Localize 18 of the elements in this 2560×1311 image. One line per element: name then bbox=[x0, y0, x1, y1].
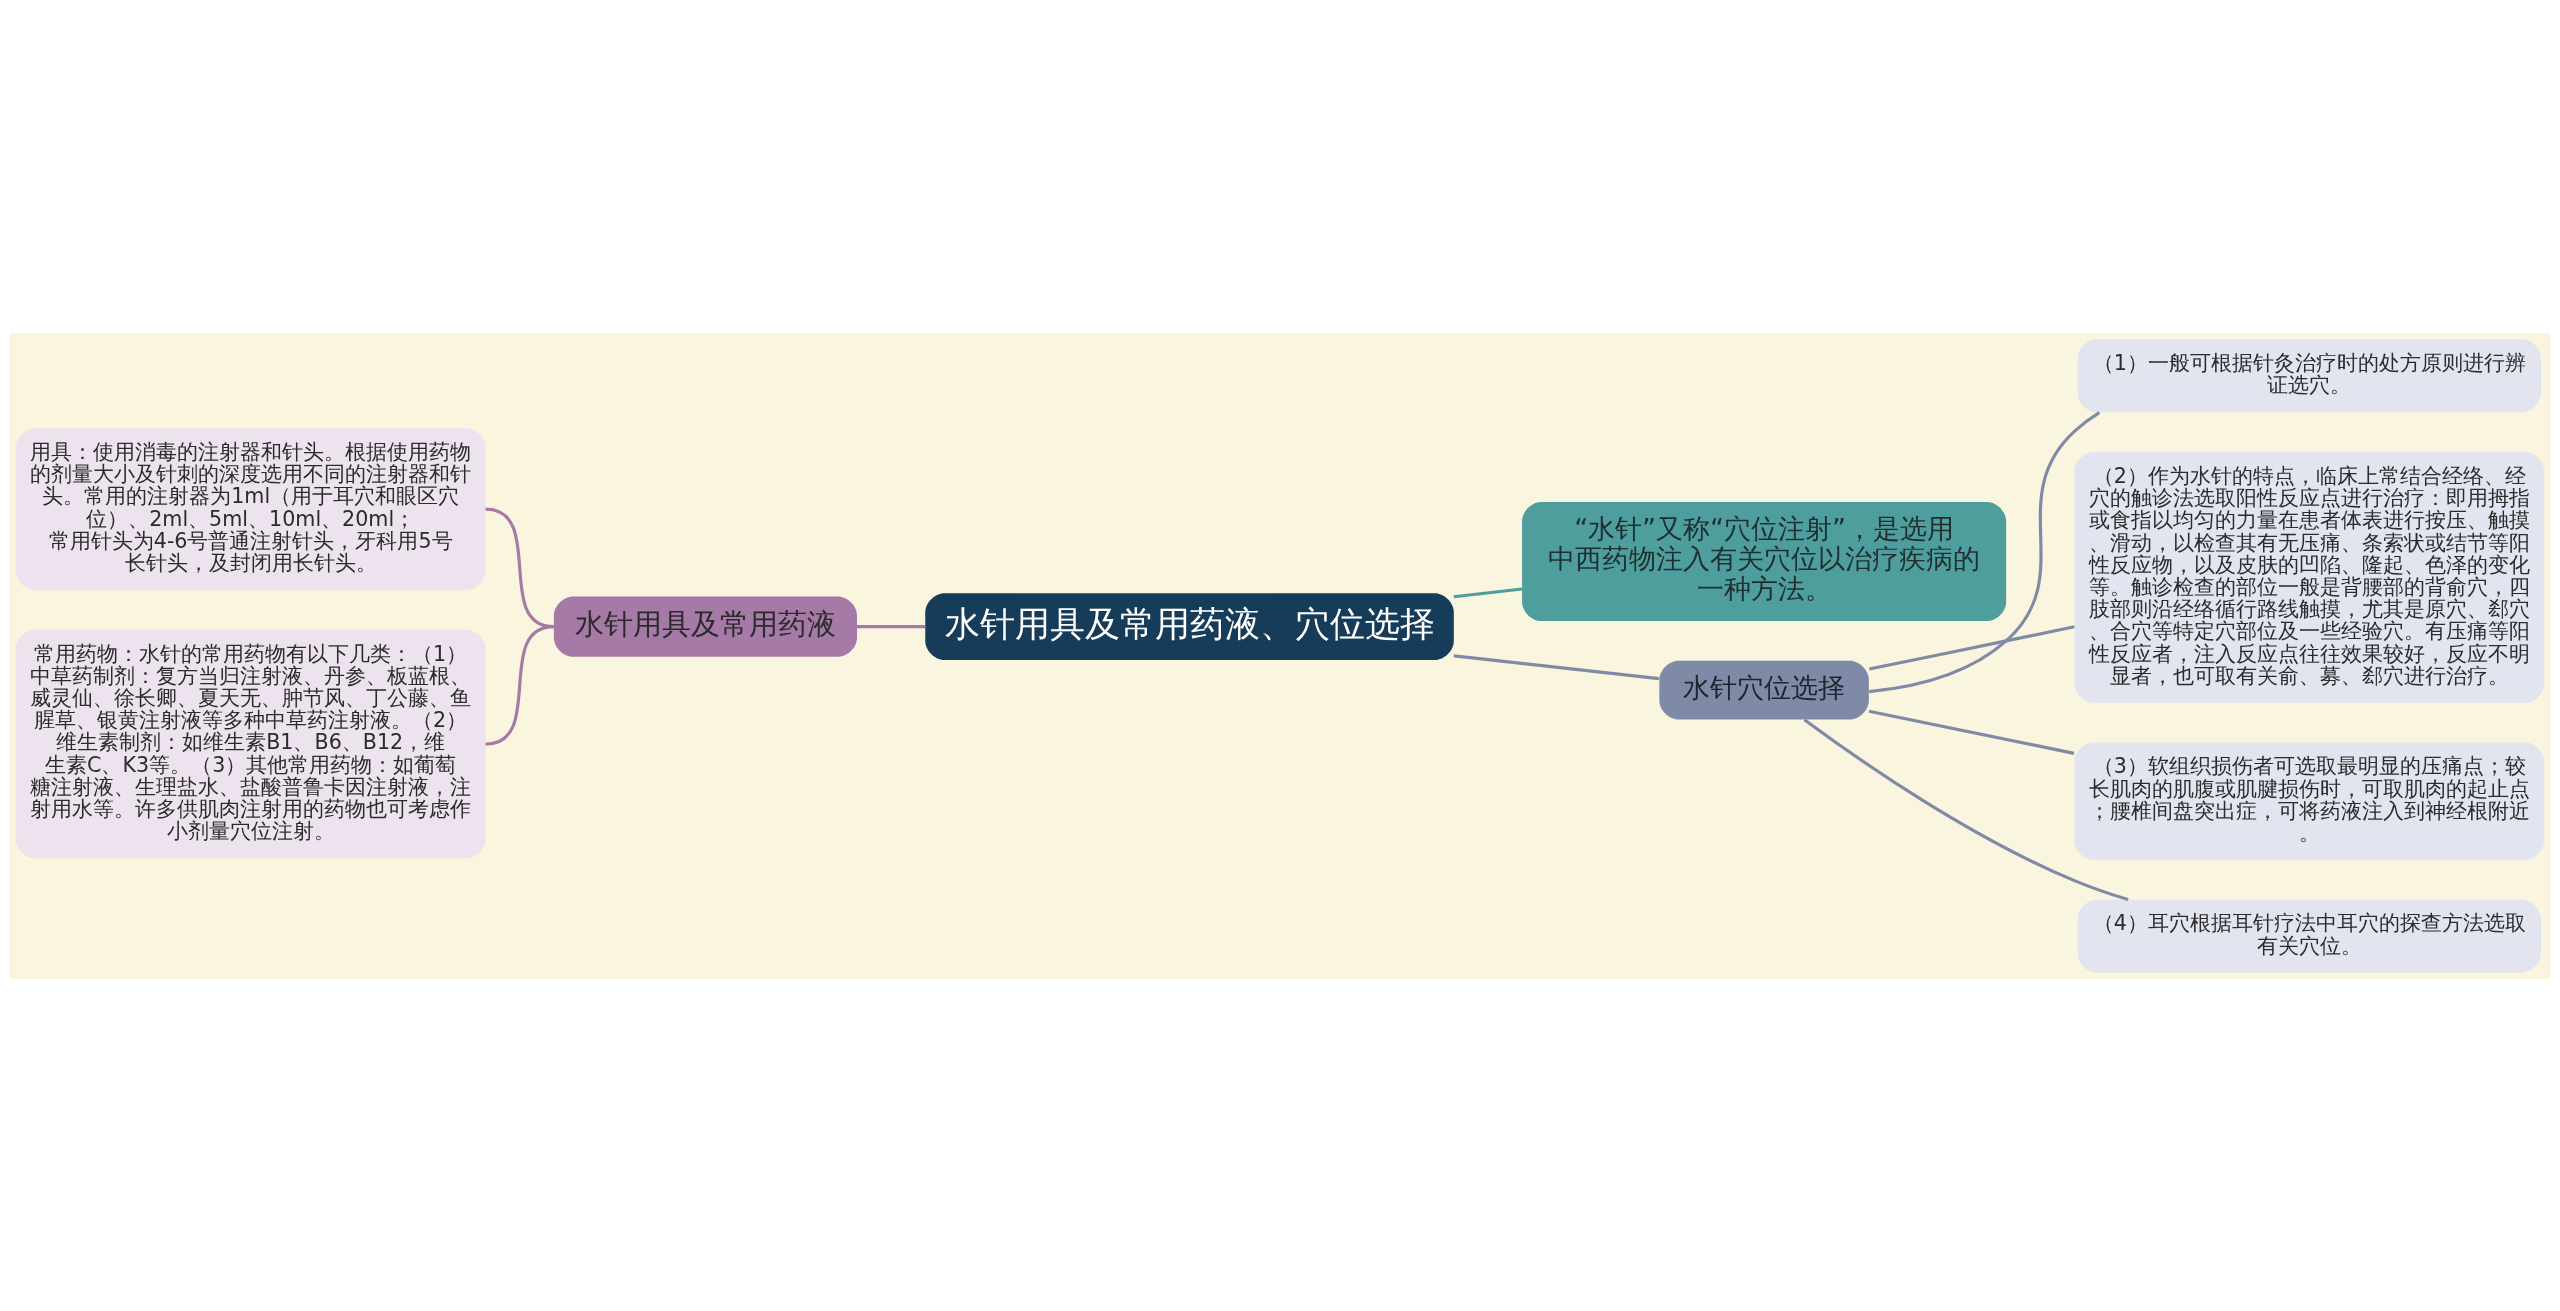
node-box: （1）一般可根据针灸治疗时的处方原则进行辨证选穴。 bbox=[2077, 338, 2542, 412]
node-box: （4）耳穴根据耳针疗法中耳穴的探查方法选取有关穴位。 bbox=[2077, 899, 2542, 973]
connector bbox=[1453, 653, 1660, 680]
connector bbox=[1868, 624, 2075, 671]
connector bbox=[1453, 586, 1523, 598]
node-box: 常用药物：水针的常用药物有以下几类：（1）中草药制剂：复方当归注射液、丹参、板蓝根、威灵仙、徐长卿、夏天无、肿节风、丁公藤、鱼腥草、银黄注射液等多种中草药注射液。（2）维生素制剂：如维生素B1、B6、B12，维生素C、K3等。（3）其他常用药物：如葡萄糖注射液、生理盐水、盐酸普鲁卡因注射液，注射用水等。许多供肌肉注射用的药物也可考虑作小剂量穴位注射。 bbox=[15, 629, 486, 858]
connector bbox=[1868, 410, 2101, 693]
node-box: 水针用具及常用药液 bbox=[553, 596, 857, 657]
node-box: 水针穴位选择 bbox=[1659, 660, 1869, 719]
connector bbox=[1868, 709, 2075, 755]
connector bbox=[485, 624, 555, 746]
node-box: 用具：使用消毒的注射器和针头。根据使用药物的剂量大小及针刺的深度选用不同的注射器和针头。常用的注射器为1ml（用于耳穴和眼区穴位）、2ml、5ml、10ml、20ml；常用针头为4-6号普通注射针头，牙科用5号长针头，及封闭用长针头。 bbox=[15, 427, 486, 590]
node-box: “水针”又称“穴位注射”，是选用中西药物注入有关穴位以治疗疾病的一种方法。 bbox=[1522, 501, 2007, 621]
node-box: （2）作为水针的特点，临床上常结合经络、经穴的触诊法选取阳性反应点进行治疗：即用拇指或食指以均匀的力量在患者体表进行按压、触摸、滑动，以检查其有无压痛、条索状或结节等阳性反应物，以及皮肤的凹陷、隆起、色泽的变化等。触诊检查的部位一般是背腰部的背俞穴，四肢部则沿经络循行路线触摸，尤其是原穴、郄穴、合穴等特定穴部位及一些经验穴。有压痛等阳性反应者，注入反应点往往效果较好，反应不明显者，也可取有关俞、募、郄穴进行治疗。 bbox=[2074, 451, 2545, 703]
node-box: （3）软组织损伤者可选取最明显的压痛点；较长肌肉的肌腹或肌腱损伤时，可取肌肉的起止点；腰椎间盘突出症，可将药液注入到神经根附近。 bbox=[2074, 742, 2545, 860]
connector bbox=[1803, 717, 2129, 901]
connector bbox=[857, 624, 926, 628]
node-box: 水针用具及常用药液、穴位选择 bbox=[925, 592, 1454, 660]
